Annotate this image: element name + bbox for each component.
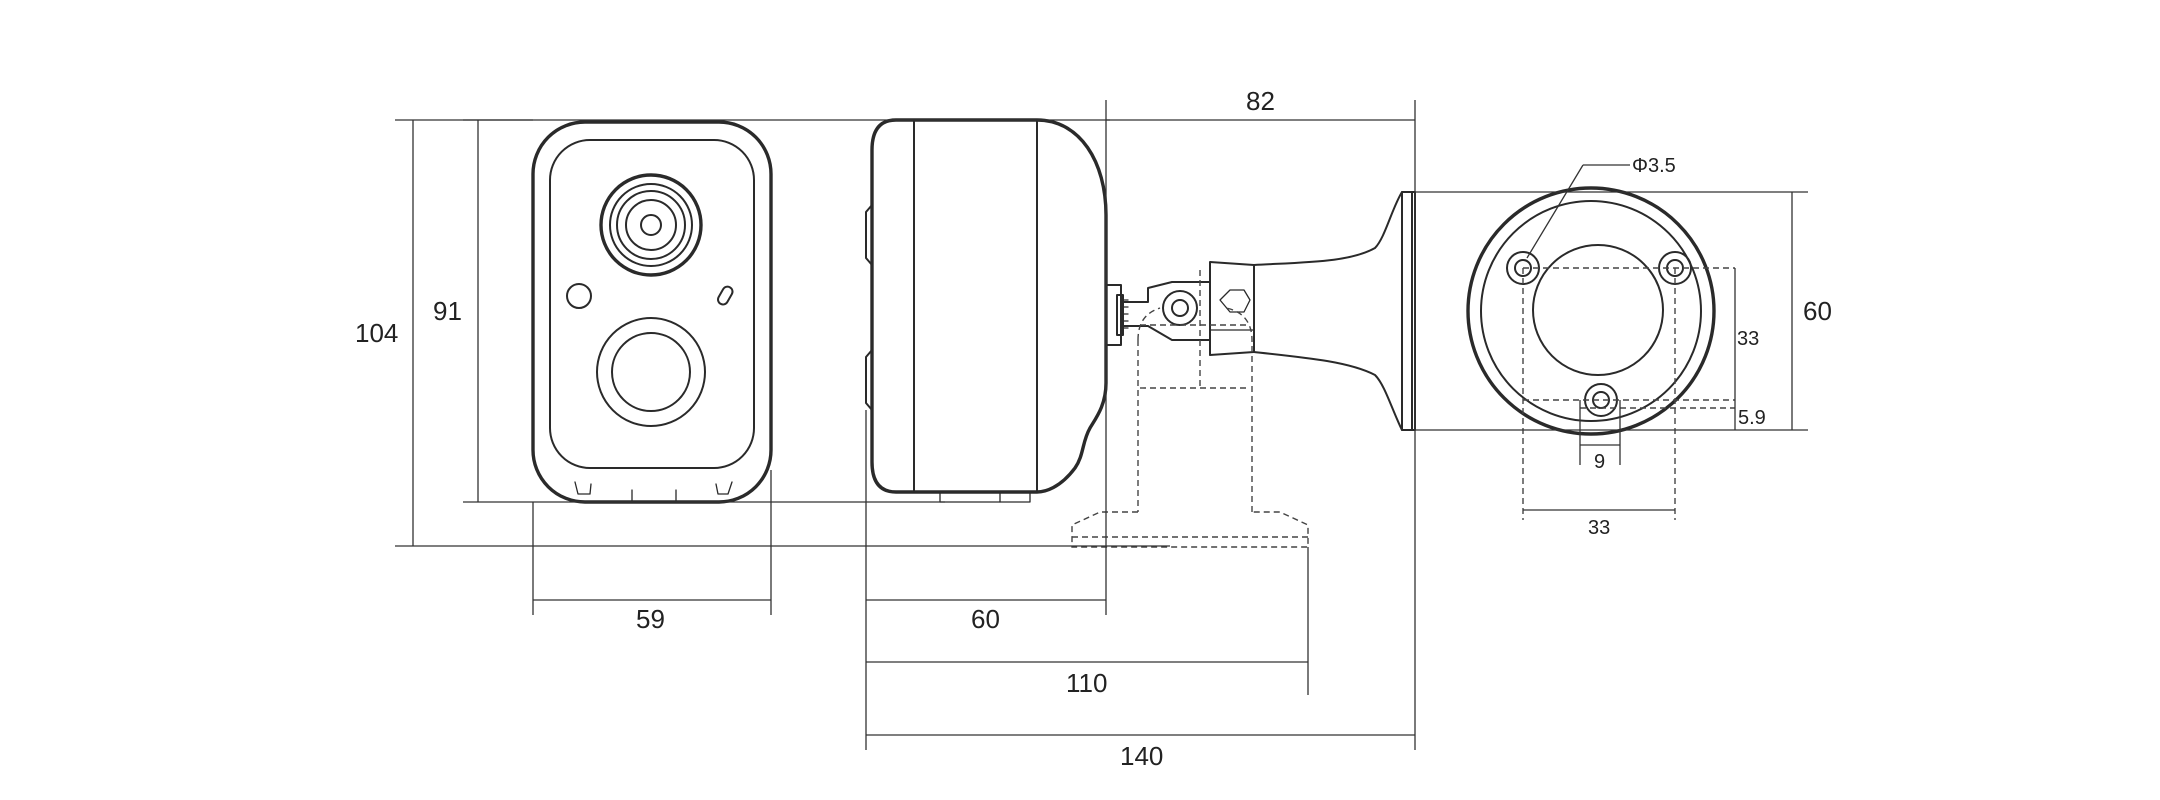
dim-hole-width: 9 bbox=[1594, 451, 1605, 473]
dim-bracket-depth: 110 bbox=[1066, 668, 1107, 698]
dim-arm-length: 82 bbox=[1246, 86, 1275, 116]
front-outer-body bbox=[531, 120, 773, 504]
base-center-opening bbox=[1532, 244, 1664, 376]
bracket-collar bbox=[1209, 261, 1255, 356]
base-inner-circle bbox=[1480, 200, 1702, 422]
side-housing-outline bbox=[870, 118, 1108, 494]
dim-hole-offset: 5.9 bbox=[1738, 407, 1766, 429]
front-bottom-tabs bbox=[574, 481, 733, 503]
dimension-labels: 104 91 59 60 110 140 82 60 33 33 5.9 9 Φ… bbox=[355, 86, 1832, 771]
camera-lens-icon bbox=[599, 173, 703, 277]
mount-bracket bbox=[1071, 191, 1416, 548]
bracket-arm bbox=[1253, 191, 1413, 431]
dim-total-height: 104 bbox=[355, 318, 398, 348]
dim-hole-spacing-vertical: 33 bbox=[1737, 328, 1759, 350]
base-plate-view bbox=[1466, 186, 1735, 520]
base-dashed-guides bbox=[1522, 267, 1735, 520]
dim-side-depth: 60 bbox=[971, 604, 1000, 634]
front-view bbox=[531, 120, 773, 504]
front-inner-panel bbox=[549, 139, 755, 469]
wall-plate-edge bbox=[1401, 191, 1416, 431]
side-button-bottom bbox=[865, 349, 873, 411]
side-bottom-tab bbox=[939, 491, 1031, 503]
dim-screw-hole: Φ3.5 bbox=[1632, 155, 1676, 177]
side-button-top bbox=[865, 204, 873, 266]
dimension-lines bbox=[395, 100, 1808, 750]
alt-mount-dashed bbox=[1071, 307, 1309, 548]
pir-sensor-icon bbox=[596, 317, 706, 427]
dim-body-height: 91 bbox=[433, 296, 462, 326]
dim-overall-depth: 140 bbox=[1120, 741, 1163, 771]
dim-front-width: 59 bbox=[636, 604, 665, 634]
dim-hole-spacing-horizontal: 33 bbox=[1588, 517, 1610, 539]
light-sensor-icon bbox=[566, 283, 592, 309]
dim-base-diameter: 60 bbox=[1803, 296, 1832, 326]
side-view bbox=[865, 118, 1108, 503]
base-outer-circle bbox=[1466, 186, 1716, 436]
screw-hole-icon bbox=[1506, 251, 1692, 417]
indicator-led-icon bbox=[717, 285, 734, 306]
